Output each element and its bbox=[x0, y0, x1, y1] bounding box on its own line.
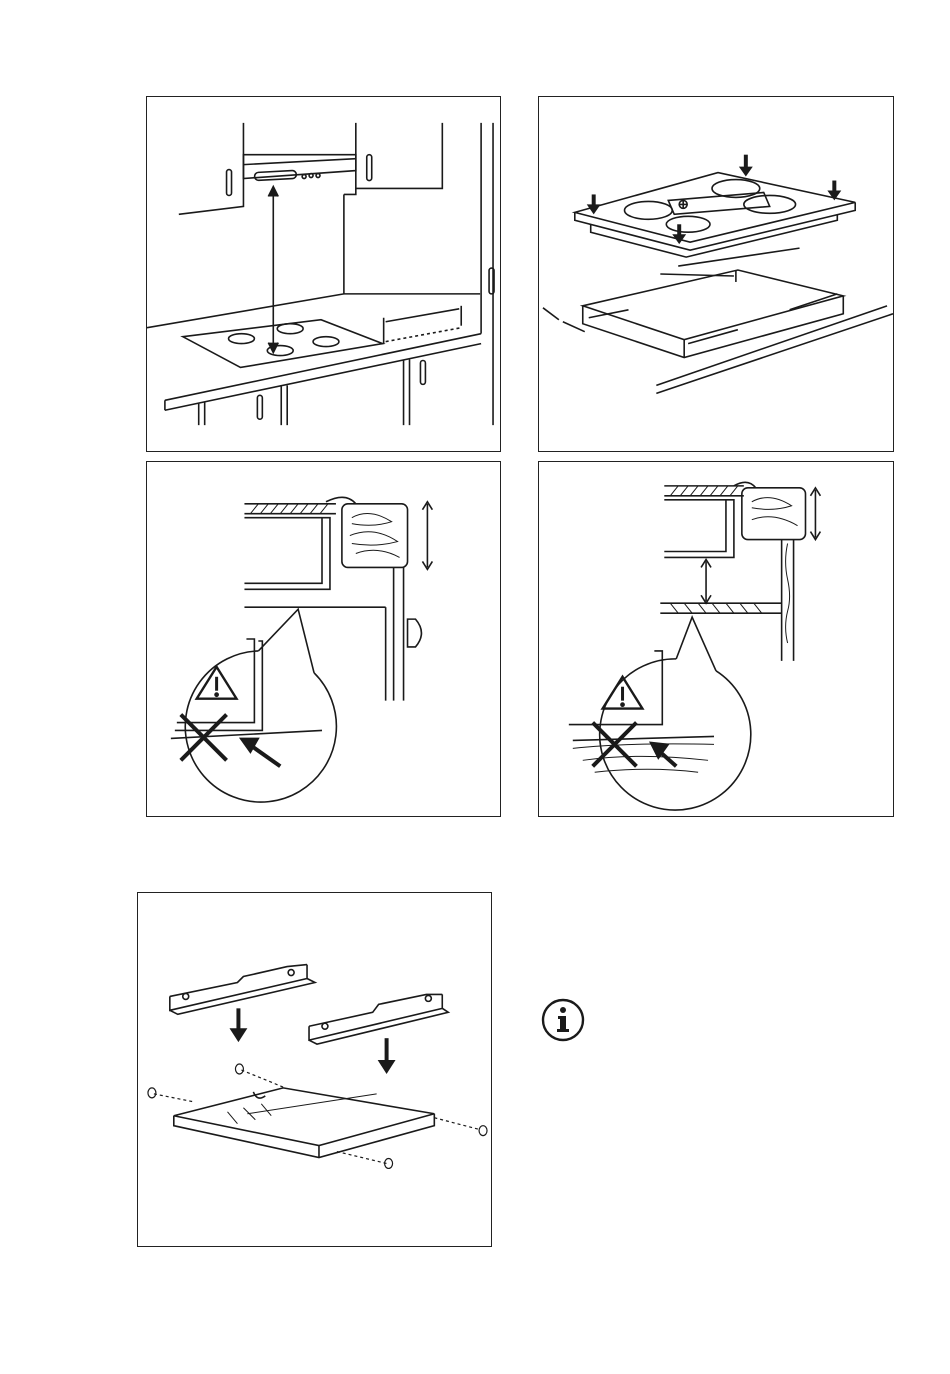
figure-hood-distance bbox=[146, 96, 501, 452]
figure-oven-clearance-warning bbox=[146, 461, 501, 817]
figure-hob-insertion bbox=[538, 96, 894, 452]
figure-bracket-assembly bbox=[137, 892, 492, 1247]
hood-distance-illustration bbox=[147, 97, 500, 451]
shelf-clearance-illustration bbox=[539, 462, 893, 816]
figure-shelf-clearance-warning bbox=[538, 461, 894, 817]
oven-clearance-illustration bbox=[147, 462, 500, 816]
bracket-assembly-illustration bbox=[138, 893, 491, 1246]
hob-insertion-illustration bbox=[539, 97, 893, 451]
info-icon bbox=[540, 997, 586, 1043]
